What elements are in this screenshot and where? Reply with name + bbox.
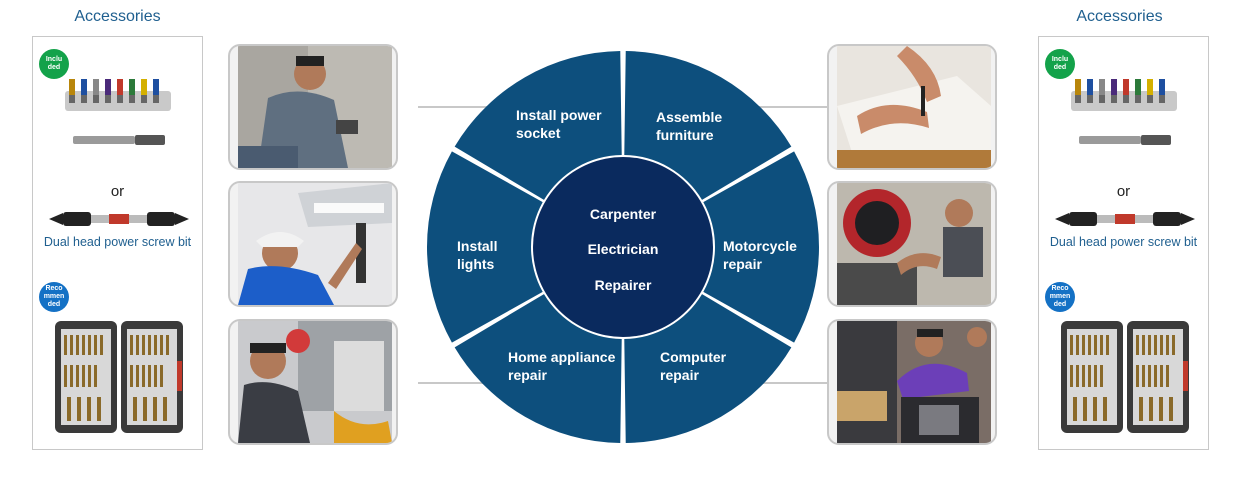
- connector-line: [418, 106, 496, 108]
- photo-assemble-furniture: [827, 44, 997, 170]
- segment-label-home-appliance-repair: Home appliance repair: [508, 349, 616, 383]
- center-label-carpenter: Carpenter: [589, 206, 657, 222]
- wheel-segment-home-appliance-repair: [454, 294, 622, 443]
- photo-computer-repair: [827, 319, 997, 445]
- wheel-segment-computer-repair: [624, 294, 792, 443]
- connector-line: [752, 106, 828, 108]
- dual-head-label: Dual head power screw bit: [1049, 235, 1198, 249]
- wheel-segment-assemble-furniture: [624, 51, 792, 200]
- included-badge: Inclu ded: [1045, 49, 1075, 79]
- bit-storage-case-icon: [1061, 321, 1189, 433]
- photo-home-appliance-repair: [228, 319, 398, 445]
- magnetic-bit-holder-icon: [73, 135, 165, 145]
- recommended-badge: Reco mmen ded: [1045, 282, 1075, 312]
- photo-motorcycle-repair: [827, 181, 997, 307]
- wheel-segment-motorcycle-repair: [703, 151, 819, 343]
- accessories-left-title: Accessories: [74, 8, 161, 25]
- segment-label-motorcycle-repair: Motorcycle repair: [723, 238, 797, 272]
- screwdriver-bit-set-icon: [65, 79, 171, 111]
- included-badge: Inclu ded: [39, 49, 69, 79]
- dual-head-screw-bit-icon: [49, 212, 189, 226]
- or-text: or: [1116, 183, 1131, 200]
- connector-line: [752, 382, 828, 384]
- connector-line: [418, 382, 496, 384]
- bit-storage-case-icon: [55, 321, 183, 433]
- center-label-electrician: Electrician: [587, 241, 659, 257]
- screwdriver-bit-set-icon: [1071, 79, 1177, 111]
- wheel-segment-install-lights: [427, 151, 543, 343]
- segment-label-install-lights: Install lights: [457, 238, 498, 272]
- accessories-right-title: Accessories: [1076, 8, 1163, 25]
- segment-label-assemble-furniture: Assemble furniture: [656, 109, 723, 143]
- wheel-graphic: [427, 51, 819, 443]
- or-text: or: [110, 183, 125, 200]
- applications-wheel: Install power socket Assemble furniture …: [426, 50, 820, 444]
- photo-install-power-socket: [228, 44, 398, 170]
- dual-head-label: Dual head power screw bit: [43, 235, 192, 249]
- segment-label-computer-repair: Computer repair: [660, 349, 727, 383]
- wheel-segment-install-power-socket: [454, 51, 622, 200]
- accessories-right-panel: Inclu ded or Dual head power screw bit R…: [1038, 36, 1209, 450]
- wheel-center-circle: [533, 157, 713, 337]
- recommended-badge: Reco mmen ded: [39, 282, 69, 312]
- segment-label-install-power-socket: Install power socket: [516, 107, 602, 141]
- center-label-repairer: Repairer: [594, 277, 652, 293]
- dual-head-screw-bit-icon: [1055, 212, 1195, 226]
- magnetic-bit-holder-icon: [1079, 135, 1171, 145]
- photo-install-lights: [228, 181, 398, 307]
- accessories-left-panel: Inclu ded or Dual head power screw bit R…: [32, 36, 203, 450]
